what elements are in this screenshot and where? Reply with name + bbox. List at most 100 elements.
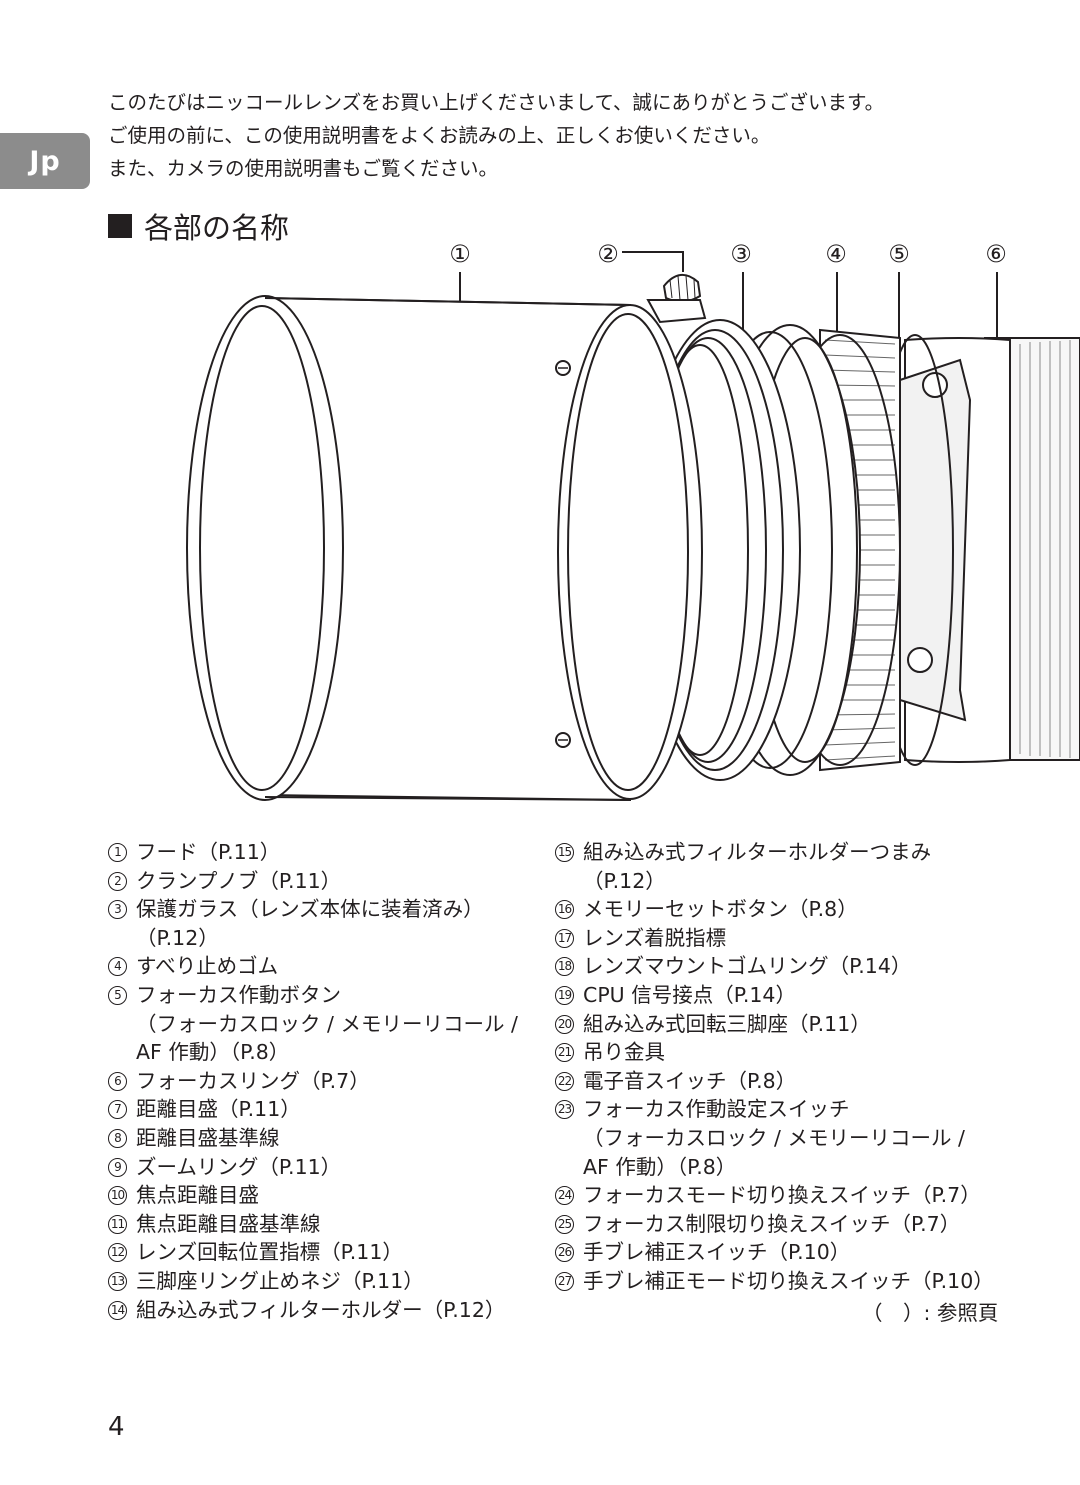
part-label: 電子音スイッチ（P.8） — [583, 1067, 796, 1096]
part-label-line: AF 作動）（P.8） — [583, 1154, 737, 1179]
part-label: フォーカスモード切り換えスイッチ（P.7） — [583, 1181, 981, 1210]
part-label-line: レンズ回転位置指標（P.11） — [136, 1240, 403, 1265]
language-tab: Jp — [0, 133, 90, 189]
part-number-badge: 7 — [108, 1100, 127, 1120]
part-item: 7 距離目盛（P.11） — [108, 1095, 548, 1124]
part-label: ズームリング（P.11） — [136, 1153, 341, 1182]
part-label-line: 距離目盛（P.11） — [136, 1097, 301, 1122]
part-label-line: ズームリング（P.11） — [136, 1154, 342, 1179]
lens-illustration: ① ② ③ ④ ⑤ ⑥ — [0, 232, 1080, 822]
callout-4: ④ — [825, 240, 847, 268]
part-number-badge: 8 — [108, 1128, 127, 1148]
intro-line: ご使用の前に、この使用説明書をよくお読みの上、正しくお使いください。 — [108, 124, 771, 147]
part-item: 9 ズームリング（P.11） — [108, 1153, 548, 1182]
part-label-line: すべり止めゴム — [136, 954, 279, 979]
part-label: 組み込み式フィルターホルダーつまみ （P.12） — [583, 838, 931, 895]
callout-2: ② — [597, 240, 619, 268]
callout-6: ⑥ — [985, 240, 1007, 268]
section-heading: 各部の名称 — [108, 205, 289, 247]
part-label-line: 三脚座リング止めネジ（P.11） — [136, 1268, 424, 1293]
part-number-badge: 13 — [108, 1271, 127, 1291]
part-label-line: フード（P.11） — [136, 840, 281, 864]
part-label: フォーカス制限切り換えスイッチ（P.7） — [583, 1210, 960, 1239]
part-label-line: AF 作動）（P.8） — [136, 1040, 290, 1065]
part-number-badge: 27 — [555, 1271, 574, 1291]
part-number-badge: 24 — [555, 1186, 574, 1206]
part-label-line: レンズ着脱指標 — [583, 925, 727, 950]
part-number-badge: 15 — [555, 843, 574, 862]
part-label: メモリーセットボタン（P.8） — [583, 895, 858, 924]
part-label: レンズ回転位置指標（P.11） — [136, 1238, 403, 1267]
part-label: レンズマウントゴムリング（P.14） — [583, 952, 911, 981]
part-number-badge: 22 — [555, 1071, 574, 1091]
part-item: 6 フォーカスリング（P.7） — [108, 1067, 548, 1096]
part-label-line: フォーカス作動設定スイッチ — [583, 1097, 850, 1122]
part-number-badge: 17 — [555, 928, 574, 948]
part-label-line: 吊り金具 — [583, 1040, 665, 1065]
part-label-line: 距離目盛基準線 — [136, 1125, 280, 1150]
part-label: すべり止めゴム — [136, 952, 278, 981]
part-item: 18 レンズマウントゴムリング（P.14） — [555, 952, 1080, 981]
part-label: 三脚座リング止めネジ（P.11） — [136, 1267, 424, 1296]
part-number-badge: 21 — [555, 1043, 574, 1063]
part-number-badge: 3 — [108, 900, 127, 920]
part-label: クランプノブ（P.11） — [136, 867, 341, 896]
part-item: 20 組み込み式回転三脚座（P.11） — [555, 1010, 1080, 1039]
part-number-badge: 12 — [108, 1243, 127, 1263]
part-number-badge: 14 — [108, 1300, 127, 1320]
part-number-badge: 18 — [555, 957, 574, 977]
intro-text: このたびはニッコールレンズをお買い上げくださいまして、誠にありがとうございます。… — [108, 86, 884, 185]
part-label-line: 焦点距離目盛基準線 — [136, 1211, 321, 1236]
part-label: フォーカス作動ボタン（フォーカスロック / メモリーリコール /AF 作動）（P… — [136, 981, 518, 1067]
part-label-line: （フォーカスロック / メモリーリコール / — [136, 1011, 518, 1036]
part-label-line: 組み込み式回転三脚座（P.11） — [583, 1011, 871, 1036]
section-title: 各部の名称 — [144, 211, 290, 245]
square-bullet-icon — [108, 214, 132, 238]
part-number-badge: 20 — [555, 1014, 574, 1034]
part-label-line: 手ブレ補正モード切り換えスイッチ（P.10） — [583, 1268, 994, 1293]
part-label: フォーカス作動設定スイッチ（フォーカスロック / メモリーリコール /AF 作動… — [583, 1095, 965, 1181]
part-item: 22 電子音スイッチ（P.8） — [555, 1067, 1080, 1096]
part-item: 1 フード（P.11） — [108, 838, 548, 867]
part-item: 17 レンズ着脱指標 — [555, 924, 1080, 953]
part-label-line: 組み込み式フィルターホルダーつまみ — [583, 840, 932, 864]
part-label-line: （P.12） — [583, 868, 666, 893]
part-label-line: 手ブレ補正スイッチ（P.10） — [583, 1240, 851, 1265]
part-label: フォーカスリング（P.7） — [136, 1067, 370, 1096]
part-number-badge: 1 — [108, 843, 127, 862]
part-number-badge: 9 — [108, 1157, 127, 1177]
part-label: CPU 信号接点（P.14） — [583, 981, 796, 1010]
part-item: 14 組み込み式フィルターホルダー（P.12） — [108, 1296, 548, 1325]
part-label: 距離目盛（P.11） — [136, 1095, 301, 1124]
callout-1: ① — [449, 240, 471, 268]
part-label-line: CPU 信号接点（P.14） — [583, 982, 796, 1007]
part-label: 組み込み式フィルターホルダー（P.12） — [136, 1296, 505, 1325]
part-label-line: フォーカスリング（P.7） — [136, 1068, 370, 1093]
part-number-badge: 6 — [108, 1071, 127, 1091]
callout-3: ③ — [730, 240, 752, 268]
page-number: 4 — [108, 1412, 125, 1442]
part-label-line: フォーカス制限切り換えスイッチ（P.7） — [583, 1211, 961, 1236]
part-label-line: 電子音スイッチ（P.8） — [583, 1068, 797, 1093]
part-item: 27 手ブレ補正モード切り換えスイッチ（P.10） — [555, 1267, 1080, 1296]
part-item: 23 フォーカス作動設定スイッチ（フォーカスロック / メモリーリコール /AF … — [555, 1095, 1080, 1181]
reference-page-note: （ ）: 参照頁 — [862, 1301, 999, 1325]
part-number-badge: 11 — [108, 1214, 127, 1234]
part-item: 12 レンズ回転位置指標（P.11） — [108, 1238, 548, 1267]
part-label: 手ブレ補正モード切り換えスイッチ（P.10） — [583, 1267, 994, 1296]
part-label-line: フォーカスモード切り換えスイッチ（P.7） — [583, 1183, 981, 1208]
part-label-line: メモリーセットボタン（P.8） — [583, 897, 858, 922]
part-number-badge: 23 — [555, 1100, 574, 1120]
part-label: フード（P.11） — [136, 838, 280, 867]
part-number-badge: 4 — [108, 957, 127, 977]
part-number-badge: 26 — [555, 1243, 574, 1263]
